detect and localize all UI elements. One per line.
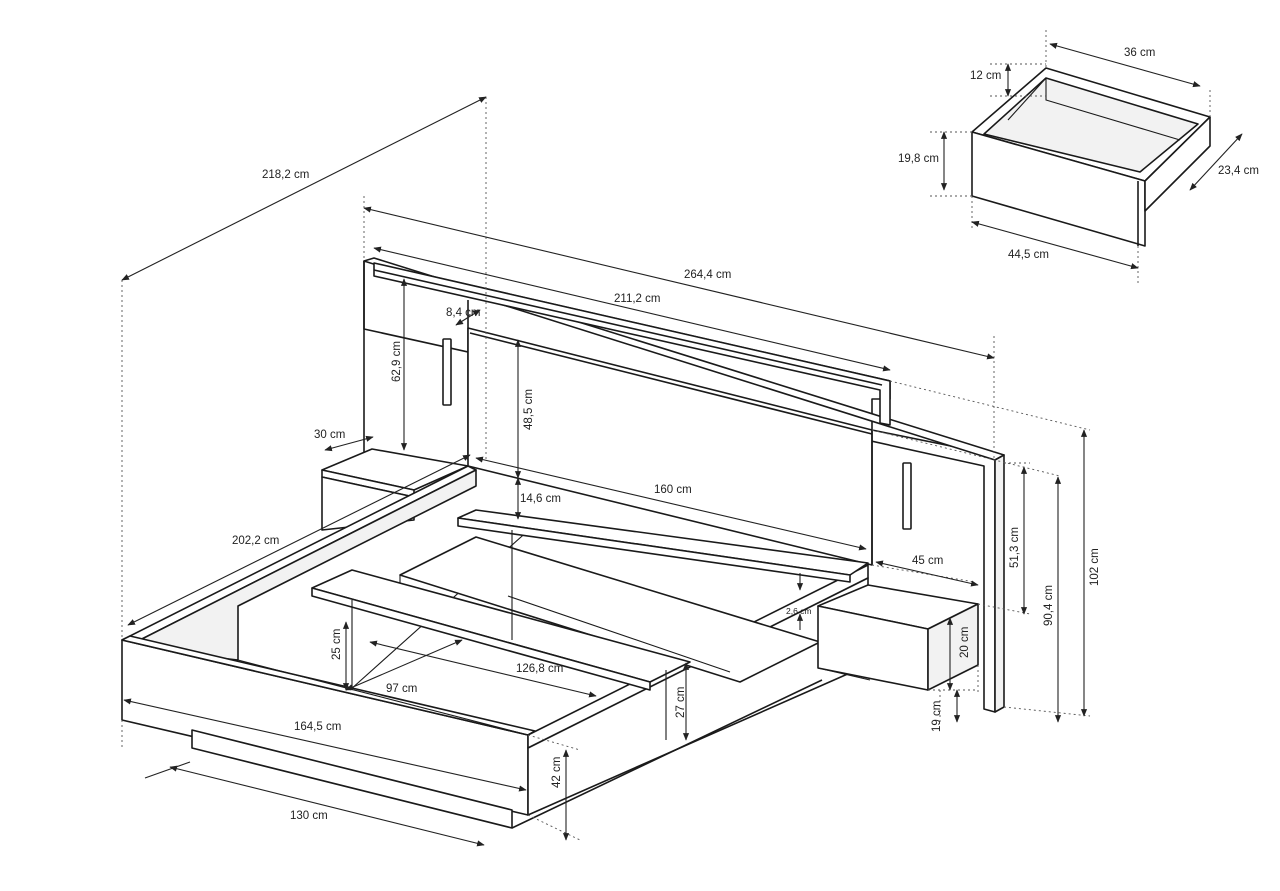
label-side-panel-height: 62,9 cm [391, 341, 403, 382]
label-drawer-inner-width: 36 cm [1124, 47, 1155, 59]
label-drawer-inner-height: 12 cm [970, 70, 1001, 82]
dimension-lines [121, 42, 1243, 847]
label-mattress-width: 160 cm [654, 484, 692, 496]
label-drawer-front-height: 19,8 cm [898, 153, 939, 165]
label-frame-height: 27 cm [675, 687, 687, 718]
label-drawer-clearance: 19 cm [931, 701, 943, 732]
label-center-panel-height: 48,5 cm [523, 389, 535, 430]
label-rail-length: 202,2 cm [232, 535, 279, 547]
label-frame-width: 164,5 cm [294, 721, 341, 733]
label-shelf-gap: 14,6 cm [520, 493, 561, 505]
label-slat-height: 25 cm [331, 629, 343, 660]
label-overall-height: 102 cm [1089, 548, 1101, 586]
label-panel-total-height: 90,4 cm [1043, 585, 1055, 626]
label-shelf-thickness: 2,6 cm [786, 606, 812, 616]
drawer-detail [971, 67, 1211, 247]
label-slat-gap: 97 cm [386, 683, 417, 695]
label-panel-offset: 8,4 cm [446, 307, 481, 319]
label-drawer-front-width: 44,5 cm [1008, 249, 1049, 261]
label-drawer-height: 20 cm [959, 627, 971, 658]
label-slat-span: 126,8 cm [516, 663, 563, 675]
label-headboard-width: 264,4 cm [684, 269, 731, 281]
label-nightstand-width: 45 cm [912, 555, 943, 567]
label-overall-length: 218,2 cm [262, 169, 309, 181]
label-shelf-depth: 30 cm [314, 429, 345, 441]
label-base-height: 42 cm [551, 757, 563, 788]
label-base-width: 130 cm [290, 810, 328, 822]
label-right-panel-height: 51,3 cm [1009, 527, 1021, 568]
dimension-labels: 218,2 cm 264,4 cm 211,2 cm 8,4 cm 62,9 c… [232, 47, 1259, 822]
label-drawer-depth: 23,4 cm [1218, 165, 1259, 177]
label-panel-width: 211,2 cm [614, 293, 660, 305]
